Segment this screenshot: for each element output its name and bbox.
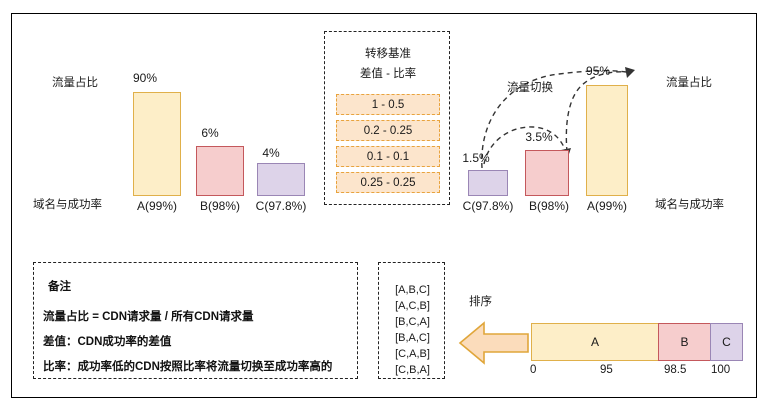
permutation-item-6: [C,B,A] — [395, 364, 430, 376]
permutation-item-4: [B,A,C] — [395, 332, 430, 344]
criteria-row-2: 0.2 - 0.25 — [336, 120, 440, 141]
right-bar-c — [468, 170, 508, 196]
permutation-item-2: [A,C,B] — [395, 300, 430, 312]
criteria-panel-subtitle: 差值 - 比率 — [359, 68, 417, 80]
arrow-b-to-a-path — [565, 71, 626, 153]
arrow-c-to-a-head — [625, 67, 635, 78]
left-bar-a — [133, 92, 181, 196]
stacked-segment-b: B — [658, 323, 711, 361]
right-bar-value-c: 1.5% — [462, 151, 490, 165]
permutation-item-1: [A,B,C] — [395, 284, 430, 296]
criteria-row-4: 0.25 - 0.25 — [336, 172, 440, 193]
notes-line-2: 差值：CDN成功率的差值 — [43, 336, 172, 348]
sort-arrow-icon — [458, 321, 529, 365]
stacked-segment-a: A — [531, 323, 659, 361]
criteria-row-1: 1 - 0.5 — [336, 94, 440, 115]
left-chart-x-axis-label: 域名与成功率 — [33, 199, 102, 211]
permutation-item-5: [C,A,B] — [395, 348, 430, 360]
stacked-tick-0: 0 — [530, 364, 537, 376]
notes-panel: 备注 流量占比 = CDN请求量 / 所有CDN请求量 差值：CDN成功率的差值… — [33, 262, 358, 379]
traffic-switch-label: 流量切换 — [507, 82, 553, 94]
right-chart-x-axis-label: 域名与成功率 — [655, 199, 724, 211]
left-bar-category-c: C(97.8%) — [255, 199, 307, 213]
right-bar-b — [525, 150, 569, 196]
criteria-row-3: 0.1 - 0.1 — [336, 146, 440, 167]
left-bar-category-a: A(99%) — [136, 199, 177, 213]
arrow-c-to-a-path — [481, 69, 627, 169]
criteria-panel: 转移基准 差值 - 比率 1 - 0.5 0.2 - 0.25 0.1 - 0.… — [324, 31, 450, 205]
left-bar-value-c: 4% — [262, 146, 280, 160]
notes-line-1: 流量占比 = CDN请求量 / 所有CDN请求量 — [43, 311, 254, 323]
notes-title: 备注 — [48, 281, 71, 293]
right-bar-category-b: B(98%) — [528, 199, 569, 213]
left-bar-category-b: B(98%) — [199, 199, 240, 213]
left-bar-value-b: 6% — [201, 126, 219, 140]
right-bar-category-a: A(99%) — [586, 199, 627, 213]
stacked-tick-985: 98.5 — [664, 364, 687, 376]
right-bar-value-b: 3.5% — [525, 130, 553, 144]
stacked-tick-100: 100 — [711, 364, 731, 376]
stacked-segment-c: C — [710, 323, 743, 361]
right-bar-a — [586, 85, 628, 196]
right-bar-value-a: 95% — [585, 64, 611, 78]
permutation-item-3: [B,C,A] — [395, 316, 430, 328]
criteria-panel-title: 转移基准 — [365, 48, 411, 60]
right-bar-category-c: C(97.8%) — [462, 199, 514, 213]
permutation-panel: [A,B,C] [A,C,B] [B,C,A] [B,A,C] [C,A,B] … — [378, 262, 445, 379]
notes-line-3: 比率：成功率低的CDN按照比率将流量切换至成功率高的 — [43, 361, 333, 373]
arrow-c-to-b-path — [483, 126, 567, 165]
sort-label: 排序 — [469, 296, 492, 308]
left-bar-c — [257, 163, 305, 196]
right-chart-y-axis-label: 流量占比 — [666, 77, 712, 89]
stacked-tick-95: 95 — [600, 364, 613, 376]
left-bar-b — [196, 146, 244, 196]
left-chart-y-axis-label: 流量占比 — [52, 77, 98, 89]
left-bar-value-a: 90% — [132, 71, 158, 85]
